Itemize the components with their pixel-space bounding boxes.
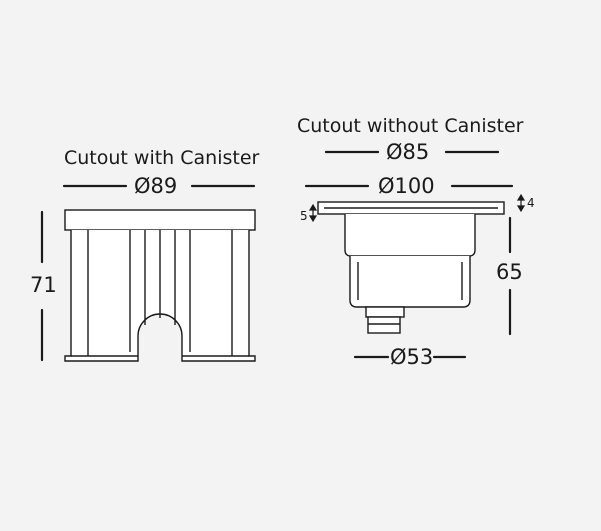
rim-arrowhead [308, 203, 318, 211]
canister-dimensions [40, 184, 256, 362]
canister-height-label: 71 [30, 273, 57, 297]
fitting-lower-body [349, 256, 471, 308]
rim-arrowhead [308, 215, 318, 223]
fitting-small-arrows [308, 193, 526, 223]
fitting-view [317, 201, 505, 334]
fitting-title: Cutout without Canister [297, 115, 524, 137]
fitting-cable-entry [367, 316, 401, 334]
fitting-flange-label: Ø100 [378, 174, 435, 198]
canister-top-flange [64, 209, 256, 231]
canister-view [64, 209, 256, 362]
canister-diameter-label: Ø89 [134, 174, 178, 198]
flange-thickness-arrowhead [516, 193, 526, 201]
fitting-gland [365, 306, 405, 318]
fitting-cutout-label: Ø85 [386, 140, 430, 164]
fitting-height-label: 65 [496, 260, 523, 284]
flange-thickness-label: 4 [527, 196, 535, 210]
flange-thickness-arrowhead [516, 205, 526, 213]
fitting-body-label: Ø53 [390, 345, 434, 369]
fitting-dimensions [304, 150, 514, 359]
fitting-upper-body [344, 214, 476, 257]
canister-title: Cutout with Canister [64, 147, 260, 169]
rim-label: 5 [300, 209, 308, 223]
